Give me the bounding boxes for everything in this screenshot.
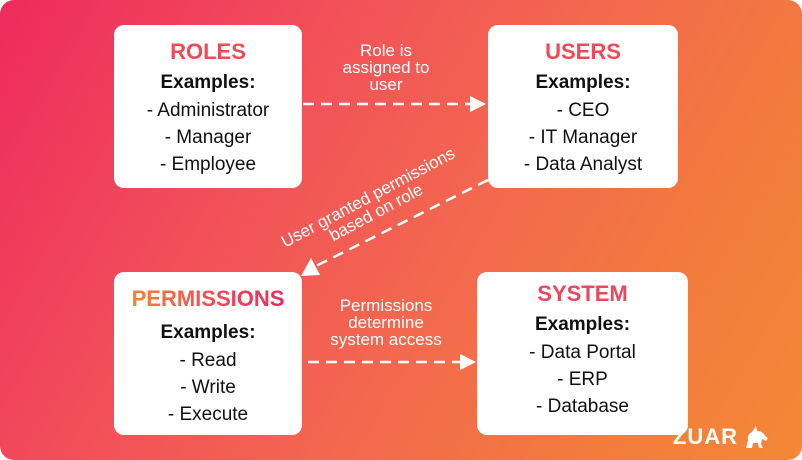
- unicorn-icon: [746, 426, 768, 448]
- permissions-title-text: PERMISSIONS: [132, 286, 285, 311]
- roles-examples-label: Examples:: [160, 72, 256, 93]
- users-title: USERS: [545, 39, 621, 64]
- list-item: - Read: [179, 350, 237, 371]
- list-item: - CEO: [556, 100, 610, 121]
- system-examples-label: Examples:: [534, 314, 631, 335]
- logo-text: ZUAR: [672, 424, 738, 449]
- permissions-title-gradient: PERMISSIONS: [132, 286, 285, 311]
- users-examples-label: Examples:: [535, 72, 631, 93]
- arrow-permissions-to-system: [308, 354, 476, 370]
- list-item: - Employee: [159, 154, 257, 175]
- list-item: - Data Analyst: [523, 154, 643, 175]
- list-item: - Write: [180, 377, 236, 398]
- list-item: - Administrator: [146, 100, 270, 121]
- roles-list: - Administrator - Manager - Employee: [114, 97, 302, 178]
- roles-title: ROLES: [170, 39, 246, 64]
- list-item: - Execute: [167, 404, 249, 425]
- permissions-list: - Read - Write - Execute: [114, 347, 302, 428]
- list-item: - Data Portal: [529, 342, 636, 363]
- zuar-logo: ZUAR: [673, 422, 772, 452]
- system-title: SYSTEM: [537, 281, 628, 306]
- users-list: - CEO - IT Manager - Data Analyst: [488, 97, 678, 178]
- list-item: - ERP: [557, 369, 608, 390]
- permissions-examples-label: Examples:: [160, 322, 256, 343]
- list-item: - Database: [536, 396, 629, 417]
- list-item: - IT Manager: [528, 127, 638, 148]
- system-list: - Data Portal - ERP - Database: [477, 339, 688, 420]
- permissions-to-system-label: Permissions determine system access: [316, 297, 456, 348]
- label-line: system access: [330, 330, 442, 349]
- system-box: SYSTEM Examples: - Data Portal - ERP - D…: [477, 272, 688, 435]
- roles-to-users-label: Role is assigned to user: [326, 42, 446, 93]
- roles-box: ROLES Examples: - Administrator - Manage…: [114, 25, 302, 188]
- permissions-title: PERMISSIONS: [114, 285, 302, 316]
- arrow-users-to-permissions: [301, 178, 489, 276]
- arrow-roles-to-users: [303, 96, 486, 112]
- users-box: USERS Examples: - CEO - IT Manager - Dat…: [488, 25, 678, 188]
- list-item: - Manager: [164, 127, 252, 148]
- label-line: Permissions: [339, 296, 433, 315]
- label-line: Role is: [360, 41, 412, 60]
- permissions-box: PERMISSIONS Examples: - Read - Write - E…: [114, 272, 302, 435]
- label-line: assigned to: [342, 58, 430, 77]
- label-line: user: [369, 75, 403, 94]
- label-line: determine: [348, 313, 424, 332]
